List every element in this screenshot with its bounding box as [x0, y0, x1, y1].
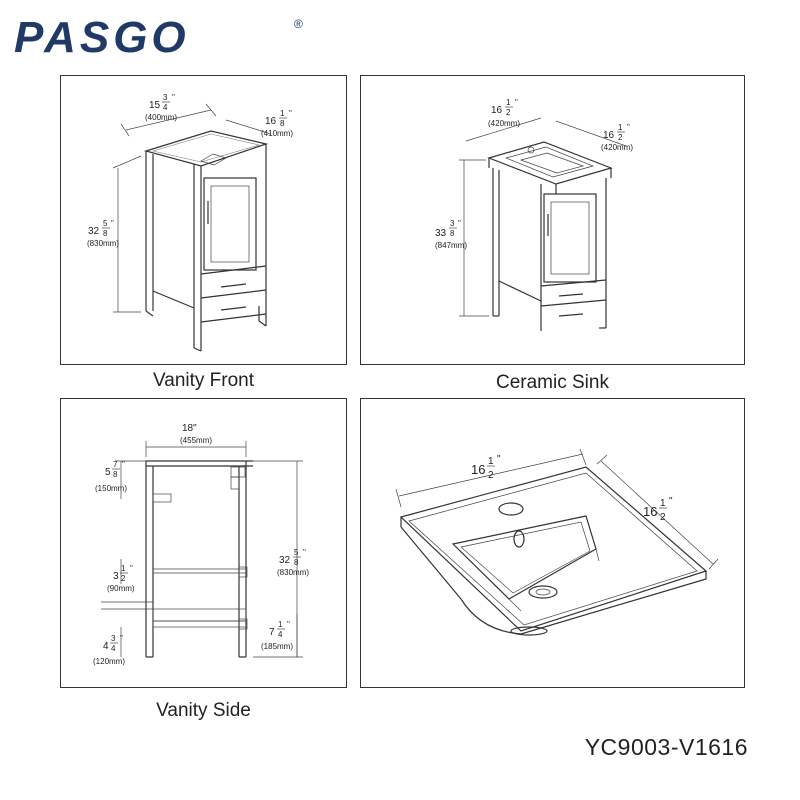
side-shelf-gap-den: 2 [121, 574, 126, 583]
front-depth-mm: (410mm) [261, 129, 293, 138]
detail-depth-num: 1 [660, 498, 666, 509]
side-leg-den: 4 [111, 644, 116, 653]
detail-width-num: 1 [488, 456, 494, 467]
front-depth-mark: " [289, 109, 292, 118]
side-shelf-gap-num: 1 [121, 564, 126, 573]
side-top-width: 18" [182, 423, 197, 434]
vanity-front-caption: Vanity Front [152, 370, 255, 391]
detail-width-whole: 16 [471, 462, 485, 477]
front-height-den: 8 [103, 229, 108, 238]
registered-mark: ® [294, 17, 303, 31]
detail-depth-whole: 16 [643, 504, 657, 519]
side-leg-num: 3 [111, 634, 116, 643]
sink-cabinet-door [543, 193, 597, 283]
side-total-num: 5 [294, 548, 299, 557]
front-height-whole: 32 [88, 226, 100, 237]
front-height-mark: " [111, 219, 114, 228]
faucet-hole-icon [498, 502, 524, 516]
front-width-mm: (400mm) [145, 113, 177, 122]
vanity-front-panel: 15 3 4 " (400mm) 16 1 8 " (410mm) 32 5 8… [60, 75, 347, 365]
drain-pipe [510, 626, 548, 636]
side-total-mm: (830mm) [277, 568, 309, 577]
side-drawer-num: 1 [278, 620, 283, 629]
sink-width-den: 2 [506, 108, 511, 117]
sink-width-mark: " [515, 98, 518, 107]
pasgo-logo-icon: PASGO ® [14, 13, 303, 62]
side-top-gap-mark: " [122, 460, 125, 469]
logo-wordmark: PASGO [14, 13, 190, 60]
faucet-hole [527, 146, 535, 154]
ceramic-sink-panel: 16 1 2 " (420mm) 16 1 2 " (420mm) 33 3 8… [360, 75, 745, 365]
sink-detail-drawing: 16 1 2 " 16 1 2 " [395, 448, 719, 636]
model-number: YC9003-V1616 [584, 734, 748, 760]
side-drawer-mm: (185mm) [261, 642, 293, 651]
sink-depth-whole: 16 [603, 130, 615, 141]
side-shelf-gap-mark: " [130, 564, 133, 573]
drawer-handle-top [220, 283, 247, 288]
vanity-front-drawing: 15 3 4 " (400mm) 16 1 8 " (410mm) 32 5 8… [87, 93, 293, 352]
side-shelf-gap-mm: (90mm) [107, 584, 135, 593]
vanity-side-drawing: 18" (455mm) 5 7 8 " (150mm) 3 1 2 " (90m… [93, 423, 309, 666]
sink-width-mm: (420mm) [488, 119, 520, 128]
vanity-side-panel: 18" (455mm) 5 7 8 " (150mm) 3 1 2 " (90m… [60, 398, 347, 688]
sink-width-num: 1 [506, 98, 511, 107]
sink-width-whole: 16 [491, 105, 503, 116]
side-top-gap-whole: 5 [105, 467, 111, 478]
ceramic-sink-caption: Ceramic Sink [496, 372, 609, 393]
detail-depth-den: 2 [660, 512, 666, 523]
sink-height-den: 8 [450, 229, 455, 238]
side-leg-mm: (120mm) [93, 657, 125, 666]
sink-drawer-handle-1 [558, 293, 584, 297]
side-leg-mark: " [120, 634, 123, 643]
side-total-den: 8 [294, 558, 299, 567]
sink-height-mark: " [458, 219, 461, 228]
sink-depth-mm: (420mm) [601, 143, 633, 152]
vanity-side-caption: Vanity Side [156, 700, 251, 721]
side-drawer-whole: 7 [269, 627, 275, 638]
drain-icon [528, 585, 558, 599]
side-total-whole: 32 [279, 555, 291, 566]
front-depth-whole: 16 [265, 116, 277, 127]
front-width-whole: 15 [149, 100, 161, 111]
front-width-den: 4 [163, 103, 168, 112]
brand-logo: PASGO ® [14, 12, 314, 62]
front-width-num: 3 [163, 93, 168, 102]
side-drawer-den: 4 [278, 630, 283, 639]
sink-height-mm: (847mm) [435, 241, 467, 250]
detail-width-den: 2 [488, 470, 494, 481]
side-total-mark: " [303, 548, 306, 557]
sink-basin-top [399, 466, 708, 632]
sink-drawer-handle-2 [558, 313, 584, 317]
side-leg-whole: 4 [103, 641, 109, 652]
side-top-gap-den: 8 [113, 470, 118, 479]
front-height-mm: (830mm) [87, 239, 119, 248]
sink-depth-num: 1 [618, 123, 623, 132]
sink-depth-den: 2 [618, 133, 623, 142]
sink-height-whole: 33 [435, 228, 447, 239]
overflow-hole-icon [513, 530, 525, 548]
side-top-width-mm: (455mm) [180, 436, 212, 445]
sink-depth-mark: " [627, 123, 630, 132]
sink-height-num: 3 [450, 219, 455, 228]
side-top-gap-mm: (150mm) [95, 484, 127, 493]
detail-width-mark: " [497, 454, 501, 465]
front-height-num: 5 [103, 219, 108, 228]
front-width-mark: " [172, 93, 175, 102]
sink-detail-panel: 16 1 2 " 16 1 2 " [360, 398, 745, 688]
detail-depth-mark: " [669, 496, 673, 507]
side-top-gap-num: 7 [113, 460, 118, 469]
side-shelf-gap-whole: 3 [113, 571, 119, 582]
side-drawer-mark: " [287, 620, 290, 629]
front-depth-num: 1 [280, 109, 285, 118]
drawer-handle-bottom [220, 306, 247, 311]
cabinet-door [203, 177, 257, 271]
front-depth-den: 8 [280, 119, 285, 128]
ceramic-sink-drawing: 16 1 2 " (420mm) 16 1 2 " (420mm) 33 3 8… [435, 98, 633, 331]
